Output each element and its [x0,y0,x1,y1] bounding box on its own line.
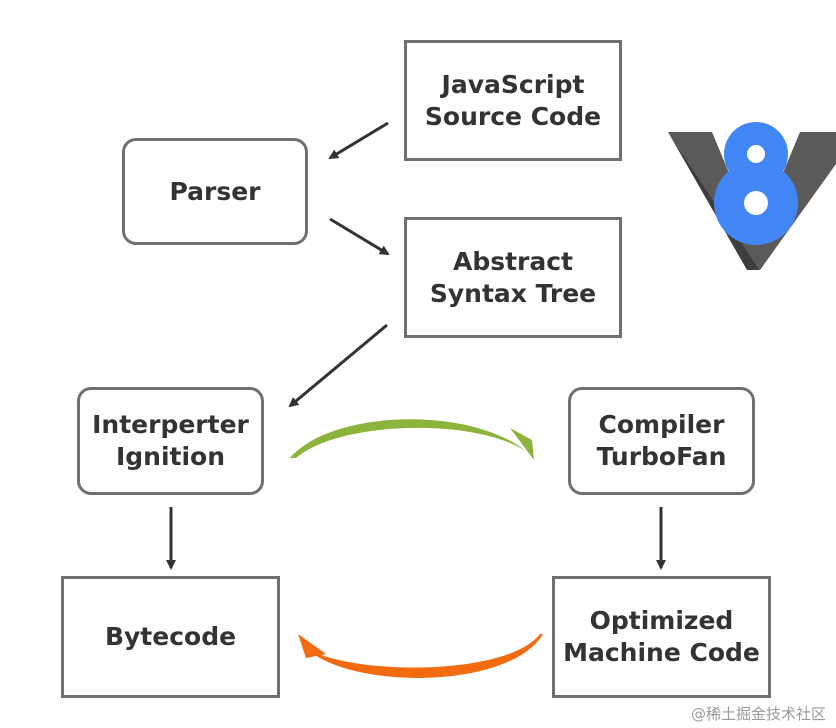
parser-label: Parser [169,176,261,206]
bytecode-box: Bytecode [61,576,280,698]
javascript-source-code-box: JavaScript Source Code [404,40,622,161]
deoptimize-arc-arrow [298,634,543,678]
abstract-syntax-tree-label: Abstract Syntax Tree [429,246,597,308]
compiler-turbofan-label: Compiler TurboFan [596,410,727,471]
optimize-arc-arrow [290,419,534,460]
v8-logo-icon [668,122,836,270]
javascript-source-code-label: JavaScript Source Code [424,69,602,131]
parser-box: Parser [122,138,308,245]
arrow-source-to-parser [328,121,389,160]
arrow-ast-to-interpreter [288,323,388,408]
bytecode-label: Bytecode [104,622,237,651]
abstract-syntax-tree-box: Abstract Syntax Tree [404,217,622,338]
optimized-machine-code-label: Optimized Machine Code [563,606,760,667]
optimized-machine-code-box: Optimized Machine Code [552,576,771,698]
compiler-turbofan-box: Compiler TurboFan [568,387,755,495]
interpreter-ignition-box: Interperter Ignition [77,387,264,495]
arrow-parser-to-ast [329,217,390,256]
watermark: @稀土掘金技术社区 [690,705,826,723]
interpreter-ignition-label: Interperter Ignition [92,410,249,471]
